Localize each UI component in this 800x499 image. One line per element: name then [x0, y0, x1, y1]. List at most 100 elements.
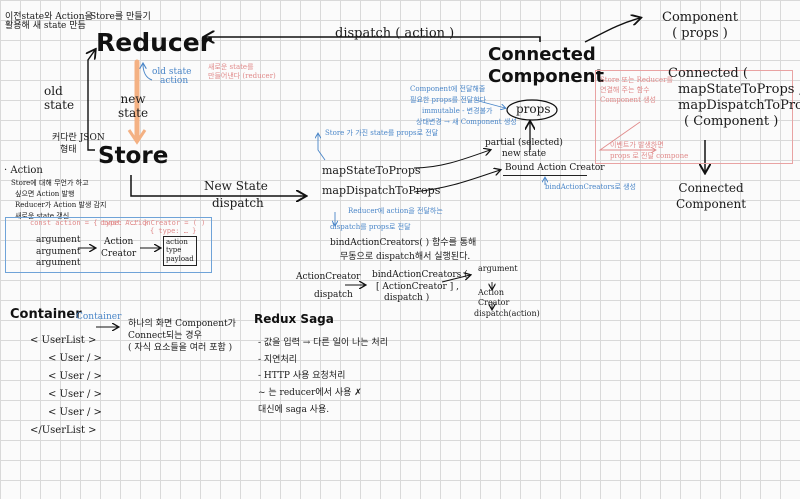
arrow-to-component-props: [584, 18, 640, 43]
arrow-store-to-newstate: [130, 175, 305, 196]
blue-leader-store: [318, 134, 326, 161]
connected-fn-line4: ( Component ): [684, 113, 779, 129]
flow-dispatch-action: dispatch(action): [474, 309, 540, 318]
json-note-line1: 커다란 JSON: [52, 133, 105, 143]
argument-3: argument: [36, 258, 81, 269]
action-creator-line2: Creator: [101, 248, 137, 259]
json-note-line2: 형태: [60, 144, 77, 155]
userlist-open-tag: < UserList >: [30, 335, 97, 346]
pink-note-line2: 만들어낸다 (reducer): [208, 72, 276, 81]
blue-note-store-state: Store 가 가진 state를 props로 전달: [325, 129, 439, 137]
action-creator-box: [5, 217, 212, 273]
pink-leader: [598, 121, 655, 150]
action-notes: Store에 대해 무언가 하고 싶으면 Action 발행 Reducer가 …: [11, 178, 106, 221]
action-code-line3: { type: … }: [150, 227, 197, 235]
blue-leader-props: [474, 99, 505, 108]
new-state-dispatch-label: New State dispatch: [204, 178, 268, 213]
action-line3: Reducer가 Action 발생 감지: [15, 200, 107, 209]
json-note: 커다란 JSON 형태: [52, 133, 105, 156]
container-note: 하나의 화면 Component가 Connect되는 경우 ( 자식 요소들을…: [128, 318, 236, 354]
connected-function-box: [595, 70, 793, 164]
saga-line3: - HTTP 사용 요청처리: [258, 371, 346, 382]
action-object-line2: type: [166, 246, 182, 255]
reducer-node: Reducer: [96, 28, 213, 57]
saga-title: Redux Saga: [254, 312, 334, 326]
old-state-left: old state: [44, 84, 74, 113]
store-node: Store: [98, 143, 169, 169]
argument-2: argument: [36, 246, 81, 257]
store-make-note: Store를 만들기: [90, 12, 151, 22]
pink-box-line5: props 로 전달 compone: [610, 151, 689, 160]
argument-1: argument: [36, 235, 81, 245]
component-props-line2: ( props ): [672, 26, 728, 42]
action-line2: 싶으면 Action 발행: [15, 189, 75, 198]
new-state-dispatch-line2: dispatch: [212, 196, 264, 211]
connected-component-node: Connected Component: [488, 44, 604, 87]
container-note-line1: 하나의 화면 Component가: [128, 319, 236, 329]
saga-notes: - 값을 입력 → 다른 일이 나는 처리 - 지연처리 - HTTP 사용 요…: [258, 335, 388, 418]
connected-out-line2: Component: [676, 197, 747, 212]
blue-props-line1: Component에 전달해줄: [410, 85, 486, 93]
new-state-label: new state: [118, 92, 148, 121]
bind-action-line1: bindActionCreators( ) 함수를 통해: [330, 238, 477, 248]
bound-action-creator-box: [503, 162, 587, 176]
partial-line1: partial (selected): [485, 138, 563, 148]
bind-arg2: dispatch: [384, 293, 423, 304]
bind-title: bindActionCreators (: [372, 270, 468, 280]
connected-fn-line2: mapStateToProps ,: [678, 81, 800, 97]
old-state-right-line1: old state: [152, 67, 192, 77]
pink-note-line1: 새로운 state를: [208, 63, 254, 71]
action-creator-dispatch-ref: dispatch: [314, 290, 353, 300]
action-object-label: action type payload: [166, 238, 194, 263]
blue-props-line4: 상태변경 → 새 Component 생성: [416, 117, 517, 126]
pink-box-line3: Component 생성: [600, 96, 656, 105]
action-code-line1: const action = { type: '…' }: [30, 219, 149, 227]
pink-box-line4: 이벤트가 발생하면: [610, 141, 664, 149]
bind-action-creators-call: bindActionCreators ( [ ActionCreator ] ,…: [372, 270, 468, 305]
arrow-reducer-to-store-tip: [127, 129, 147, 145]
pink-new-state-note: 새로운 state를 만들어낸다 (reducer): [208, 63, 276, 81]
saga-line5: 대신에 saga 사용.: [258, 404, 330, 415]
arrow-dispatch-to-reducer: [205, 37, 541, 42]
component-props-line1: Component: [662, 10, 738, 25]
pink-box-note-top: Store 또는 Reducer를 연결해 주는 함수 Component 생성: [600, 75, 673, 105]
old-state-right-line2: action: [160, 76, 189, 87]
action-title-text: Action: [10, 165, 43, 176]
argument-list: argument argument argument: [36, 235, 81, 270]
flow-ac-line1: Action: [478, 288, 504, 297]
old-state-left-line1: old: [44, 84, 63, 98]
userlist-close-tag: </UserList >: [30, 425, 97, 436]
connected-component-line1: Connected: [488, 44, 596, 65]
flow-action-creator: Action Creator: [478, 288, 509, 307]
action-creator-ref: ActionCreator: [296, 272, 361, 282]
dispatch-action-label: dispatch ( action ): [335, 26, 455, 41]
action-line4: 새로운 state 갱신: [15, 211, 70, 220]
new-state-dispatch-line1: New State: [204, 179, 268, 193]
arrow-old-state-action: [143, 64, 153, 81]
user-tag-2: < User / >: [48, 371, 102, 382]
blue-props-line3: immutable - 변경불가: [422, 106, 493, 115]
component-props-node: Component ( props ): [662, 10, 738, 43]
container-note-line3: ( 자식 요소들을 여러 포함 ): [128, 343, 233, 354]
action-creator-label: Action Creator: [101, 237, 136, 260]
old-state-left-line2: state: [44, 98, 75, 113]
container-title: Container: [10, 307, 82, 322]
blue-note-reducer-action: Reducer에 action을 전달하는: [348, 207, 443, 215]
map-state-to-props: mapStateToProps: [322, 164, 421, 177]
action-title: · Action: [4, 165, 43, 176]
arrow-mapdispatch-to-bound: [413, 170, 500, 193]
reducer-note: 이전state와 Action을 활용해 새 state 만듬: [5, 12, 93, 32]
arrow-bind-to-flow: [441, 275, 470, 283]
bind-action-line2: 무동으로 dispatch해서 실행된다.: [340, 251, 471, 262]
partial-new-state: partial (selected) new state: [485, 138, 563, 161]
user-tag-4: < User / >: [48, 407, 102, 418]
connected-fn-line1: Connected (: [668, 66, 748, 81]
connected-fn-line3: mapDispatchToProps ): [678, 97, 800, 113]
props-label: props: [516, 102, 551, 116]
pink-box-note-bottom: 이벤트가 발생하면 props 로 전달 compone: [610, 140, 688, 161]
map-dispatch-to-props: mapDispatchToProps: [322, 184, 441, 197]
user-tag-3: < User / >: [48, 389, 102, 400]
flow-argument: argument: [478, 264, 518, 273]
